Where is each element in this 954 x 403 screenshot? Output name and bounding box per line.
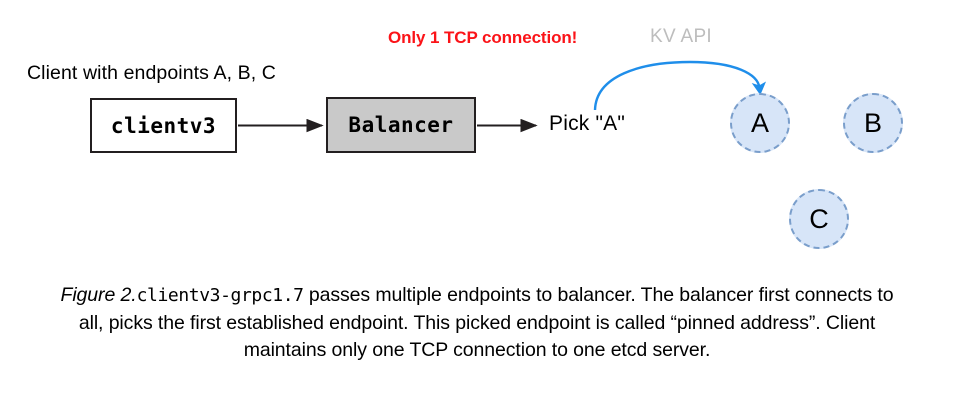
endpoint-circle-b: B bbox=[843, 93, 903, 153]
kv-api-label: KV API bbox=[650, 26, 713, 47]
endpoint-circle-a: A bbox=[730, 93, 790, 153]
figure-caption-body: passes multiple endpoints to balancer. T… bbox=[78, 284, 894, 362]
endpoint-circle-c: C bbox=[789, 189, 849, 249]
figure-caption-code-term: clientv3-grpc1.7 bbox=[136, 285, 304, 306]
figure-caption: Figure 2.clientv3-grpc1.7 passes multipl… bbox=[47, 282, 907, 365]
figure-number: Figure 2. bbox=[60, 284, 137, 306]
client-endpoints-label: Client with endpoints A, B, C bbox=[27, 62, 276, 84]
balancer-node: Balancer bbox=[326, 97, 476, 153]
kv-api-curved-arrow bbox=[593, 60, 767, 111]
clientv3-node: clientv3 bbox=[90, 98, 237, 153]
diagram-area: Client with endpoints A, B, C Only 1 TCP… bbox=[27, 26, 903, 249]
pick-endpoint-label: Pick "A" bbox=[549, 112, 626, 135]
tcp-connection-warning-label: Only 1 TCP connection! bbox=[388, 28, 578, 47]
